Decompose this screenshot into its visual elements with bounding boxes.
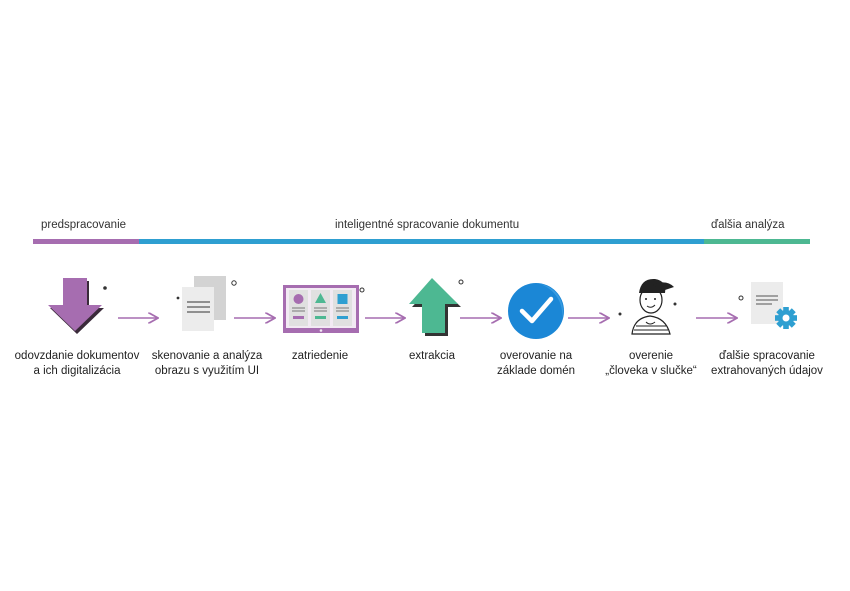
classification-board-icon (283, 285, 365, 333)
phase-bar-intelligent-processing (139, 239, 704, 244)
phase-label-preprocessing: predspracovanie (41, 219, 127, 231)
scanned-documents-icon (176, 276, 237, 331)
person-icon (618, 278, 677, 335)
step-label-classification: zatriedenie (291, 350, 349, 362)
download-arrow-icon (48, 278, 107, 334)
document-gear-icon (738, 282, 797, 329)
step-label-human-in-loop: overenie„človeka v slučke“ (605, 350, 697, 377)
phase-bar-further-analysis (704, 239, 810, 244)
phase-label-intelligent-processing: inteligentné spracovanie dokumentu (335, 219, 520, 231)
step-label-extraction: extrakcia (408, 350, 456, 362)
phase-label-further-analysis: ďalšia analýza (711, 219, 785, 231)
checkmark-badge-icon (508, 283, 564, 339)
phase-bar-preprocessing (33, 239, 139, 244)
upload-arrow-icon (409, 278, 464, 336)
